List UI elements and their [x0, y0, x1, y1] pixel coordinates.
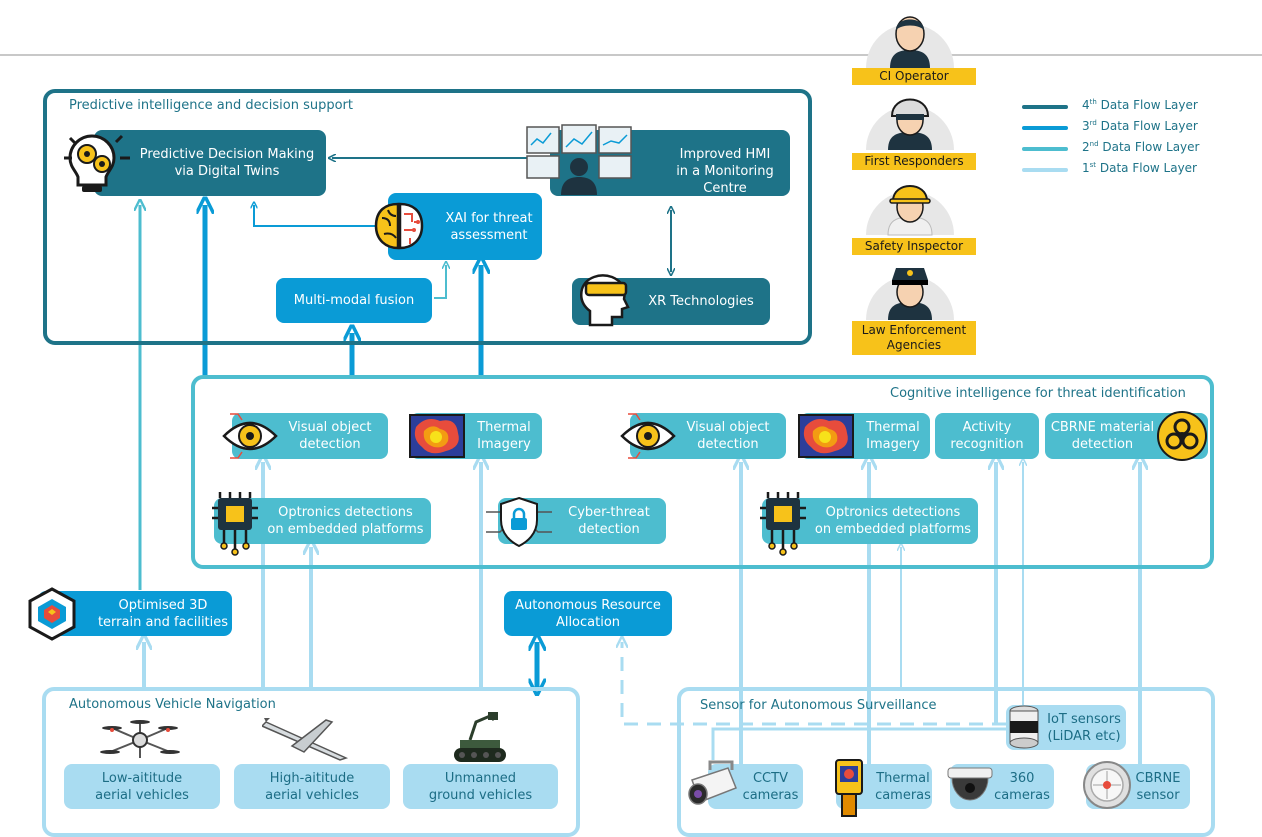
- activity-recognition-node: Activity recognition: [935, 413, 1039, 459]
- predictive-intelligence-title: Predictive intelligence and decision sup…: [69, 98, 353, 113]
- lidar-sensor-icon: [1004, 703, 1044, 751]
- high-altitude-aerial-vehicles-node: High-aititude aerial vehicles: [234, 764, 390, 809]
- xr-technologies-label: XR Technologies: [648, 294, 754, 309]
- legend-layer-1: 1st Data Flow Layer: [1022, 161, 1262, 179]
- ai-brain-icon: [370, 200, 430, 252]
- 360-cameras-label: 360 cameras: [994, 770, 1050, 803]
- xai-threat-assessment-label: XAI for threat assessment: [445, 210, 533, 243]
- cognitive-intelligence-title: Cognitive intelligence for threat identi…: [890, 386, 1186, 401]
- predictive-decision-making-node: Predictive Decision Making via Digital T…: [94, 130, 326, 196]
- autonomous-surveillance-title: Sensor for Autonomous Surveillance: [700, 698, 937, 713]
- low-altitude-aerial-vehicles-node: Low-aititude aerial vehicles: [64, 764, 220, 809]
- improved-hmi-label: Improved HMI in a Monitoring Centre: [676, 147, 774, 196]
- lightbulb-gears-icon: [62, 128, 132, 196]
- thermal-camera-icon: [832, 758, 866, 818]
- cbrne-material-detection-label: CBRNE material detection: [1050, 420, 1155, 452]
- multi-modal-fusion-node: Multi-modal fusion: [276, 278, 432, 323]
- biohazard-icon: [1156, 410, 1208, 462]
- legend-layer-4: 4th Data Flow Layer: [1022, 98, 1262, 116]
- eye-gear-icon: [618, 408, 678, 464]
- predictive-intelligence-frame: [43, 89, 812, 345]
- optronics-detections-label-1: Optronics detections on embedded platfor…: [267, 505, 424, 537]
- cognitive-intelligence-frame: [191, 375, 1214, 569]
- persona-law-enforcement: Law Enforcement Agencies: [852, 321, 976, 355]
- monitoring-centre-icon: [525, 123, 635, 195]
- vr-headset-icon: [578, 273, 634, 327]
- persona-ci-operator: CI Operator: [852, 68, 976, 85]
- first-responder-avatar: [860, 92, 960, 152]
- safety-inspector-avatar: [860, 177, 960, 237]
- iot-sensors-label: IoT sensors (LiDAR etc): [1047, 711, 1121, 744]
- cyber-threat-detection-label: Cyber-threat detection: [568, 505, 650, 537]
- persona-first-responders: First Responders: [852, 153, 976, 170]
- chip-icon: [210, 490, 260, 556]
- thermal-cameras-label: Thermal cameras: [875, 770, 931, 803]
- thermal-imagery-label-2: Thermal Imagery: [866, 420, 920, 452]
- thermal-imagery-label-1: Thermal Imagery: [477, 420, 531, 452]
- activity-recognition-label: Activity recognition: [950, 420, 1024, 452]
- legend-layer-3: 3rd Data Flow Layer: [1022, 119, 1262, 137]
- unmanned-ground-vehicles-node: Unmanned ground vehicles: [403, 764, 558, 809]
- unmanned-ground-vehicles-label: Unmanned ground vehicles: [428, 770, 533, 803]
- predictive-decision-making-label: Predictive Decision Making via Digital T…: [139, 147, 315, 179]
- autonomous-resource-allocation-node: Autonomous Resource Allocation: [504, 591, 672, 636]
- visual-object-detection-label-1: Visual object detection: [288, 420, 372, 452]
- shield-lock-icon: [484, 494, 554, 550]
- optimised-3d-terrain-label: Optimised 3D terrain and facilities: [97, 597, 229, 630]
- optronics-detections-label-2: Optronics detections on embedded platfor…: [814, 505, 972, 537]
- low-altitude-aerial-vehicles-label: Low-aititude aerial vehicles: [95, 770, 189, 803]
- law-enforcement-avatar: [860, 260, 960, 322]
- cbrne-sensor-label: CBRNE sensor: [1135, 770, 1181, 803]
- ci-operator-avatar: [860, 10, 960, 70]
- legend-layer-2: 2nd Data Flow Layer: [1022, 140, 1262, 158]
- thermal-image-icon: [797, 413, 855, 459]
- multi-modal-fusion-label: Multi-modal fusion: [293, 293, 415, 308]
- chip-icon: [758, 490, 808, 556]
- cctv-cameras-label: CCTV cameras: [742, 770, 799, 803]
- dome-camera-icon: [944, 766, 996, 810]
- drone-icon: [100, 716, 180, 764]
- cbrne-sensor-icon: [1082, 760, 1132, 810]
- vehicle-navigation-title: Autonomous Vehicle Navigation: [69, 697, 276, 712]
- 3d-cube-icon: [26, 587, 78, 641]
- thermal-image-icon: [408, 413, 466, 459]
- fixed-wing-drone-icon: [260, 716, 352, 762]
- visual-object-detection-label-2: Visual object detection: [686, 420, 770, 452]
- cctv-camera-icon: [686, 760, 742, 810]
- high-altitude-aerial-vehicles-label: High-aititude aerial vehicles: [265, 770, 359, 803]
- autonomous-resource-allocation-label: Autonomous Resource Allocation: [515, 597, 661, 630]
- eye-gear-icon: [220, 408, 280, 464]
- persona-safety-inspector: Safety Inspector: [852, 238, 976, 255]
- ground-robot-icon: [450, 710, 510, 766]
